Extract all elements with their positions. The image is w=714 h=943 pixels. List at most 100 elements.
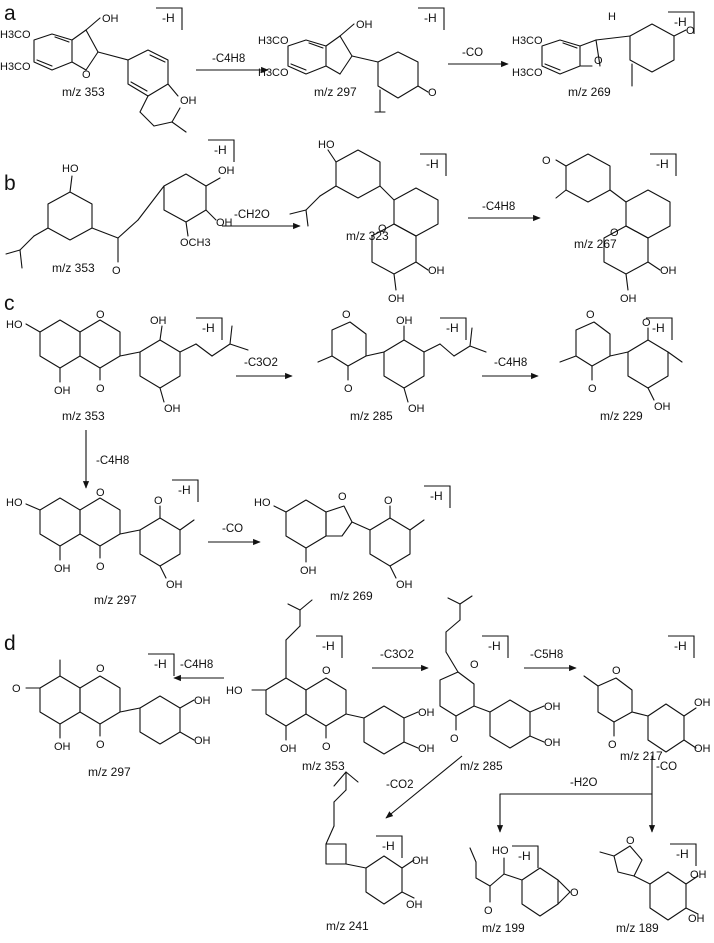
ion-bracket-a3: -H [668,11,695,34]
sub-o-d10: O [484,905,493,917]
sub-ho-b2: HO [318,139,335,151]
ion-bracket-c1: -H [196,317,223,340]
loss-c1: -C3O2 [244,357,278,369]
loss-a1: -C4H8 [212,53,245,65]
svg-text:-H: -H [202,321,215,335]
molecule-c2: O OH O OH [317,309,487,415]
mz-c4: m/z 297 [94,593,137,607]
sub-h-1: H [608,11,616,23]
sub-oh-d2: OH [194,695,211,707]
mz-b3: m/z 267 [574,237,617,251]
molecule-c5: HO O OH O OH [254,491,425,591]
loss-b2: -C4H8 [482,201,515,213]
ion-bracket-c4: -H [172,479,199,502]
sub-oh-d11: OH [412,855,429,867]
sub-oh-c7: OH [54,563,71,575]
sub-o-d5: O [322,741,331,753]
sub-oh-c4: OH [396,315,413,327]
loss-d5: -H2O [570,777,598,789]
sub-o-b1: O [112,265,121,277]
sub-o-b2: O [378,223,387,235]
ion-bracket-a2: -H [418,7,445,30]
sub-oh-d13: OH [690,869,707,881]
ion-bracket-d1: -H [148,653,175,676]
molecule-a2: H3CO H3CO OH O [258,19,437,113]
molecule-c1: HO O OH OH O OH [6,309,249,415]
molecule-d3: O O OH OH [439,595,561,749]
sub-o-1: O [428,87,437,99]
svg-text:-H: -H [430,489,443,503]
sub-och3-b1: OCH3 [180,237,211,249]
sub-oh-d6: OH [418,743,435,755]
mz-c1: m/z 353 [62,409,105,423]
mz-d5: m/z 241 [326,919,369,933]
ion-bracket-d2: -H [316,635,343,658]
sub-o-c10: O [154,495,163,507]
loss-c3: -C4H8 [96,455,129,467]
sub-oh-c3: OH [164,403,181,415]
sub-ho-c2: HO [6,497,23,509]
sub-oh-c2: OH [150,315,167,327]
sub-oh-d12: OH [406,899,423,911]
molecule-c3: O O O OH [559,309,683,413]
sub-o-d3: O [96,739,105,751]
svg-text:-H: -H [382,839,395,853]
ion-bracket-d6: -H [512,845,539,868]
molecule-d7: O OH OH [599,835,707,925]
sub-oh-d9: OH [694,697,711,709]
svg-text:-H: -H [676,847,689,861]
sub-o-d12: O [626,835,635,847]
loss-d1: -C4H8 [180,659,213,671]
loss-d4: -CO2 [386,779,413,791]
panel-label-a: a [4,2,16,25]
molecule-d5: OH OH [325,771,429,911]
ion-bracket-b3: -H [650,153,677,176]
sub-h3co-5: H3CO [512,35,543,47]
ion-bracket-d3: -H [482,635,509,658]
ion-bracket-c3: -H [646,317,673,340]
sub-ho-c3: HO [254,497,271,509]
sub-o-d4: O [322,665,331,677]
ion-bracket-c2: -H [440,317,467,340]
sub-oh-3: OH [356,19,373,31]
sub-o-3: O [686,25,695,37]
sub-oh-c6: OH [654,401,671,413]
sub-o-c12: O [384,495,393,507]
svg-text:-H: -H [178,483,191,497]
svg-text:-H: -H [652,321,665,335]
sub-o-c9: O [96,561,105,573]
loss-c2: -C4H8 [494,357,527,369]
ion-bracket-b1: -H [208,139,235,162]
sub-o-c7: O [588,383,597,395]
molecule-b2: HO O OH OH [289,139,445,305]
sub-ho-d1: HO [226,685,243,697]
loss-d3: -C5H8 [530,649,563,661]
mz-a3: m/z 269 [568,85,611,99]
sub-oh-b5: OH [660,265,677,277]
loss-d2: -C3O2 [380,649,414,661]
molecule-d6: HO O O [469,845,579,917]
sub-o-c3: O [342,309,351,321]
ion-bracket-b2: -H [420,153,447,176]
loss-d6: -CO [656,761,677,773]
svg-text:-H: -H [154,657,167,671]
mz-d2: m/z 353 [302,759,345,773]
sub-oh-d1: OH [54,741,71,753]
mz-b2: m/z 323 [346,229,389,243]
svg-text:-H: -H [488,639,501,653]
sub-oh-d3: OH [194,735,211,747]
sub-h3co-3: H3CO [258,35,289,47]
molecule-b3: O O OH OH [542,153,677,305]
panel-label-c: c [4,292,15,315]
ion-bracket-d5: -H [376,835,403,858]
sub-o-b4: O [610,227,619,239]
sub-o-d6: O [470,659,479,671]
sub-o-d2: O [96,663,105,675]
ion-bracket-c5: -H [424,485,451,508]
sub-o-c2: O [96,383,105,395]
svg-text:-H: -H [674,639,687,653]
sub-oh-1: OH [102,13,119,25]
arrow-d4 [385,755,463,819]
